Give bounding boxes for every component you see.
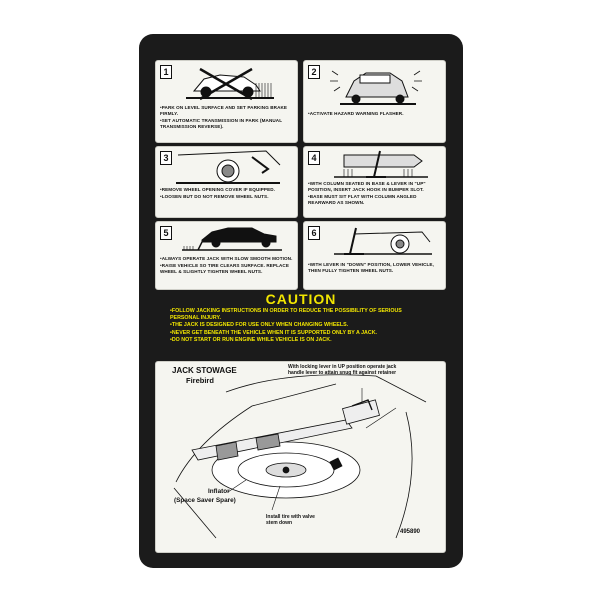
step-6-number: 6 (308, 226, 320, 240)
step-4-line-2: Base must sit flat with column angled re… (308, 194, 441, 206)
step-6-panel: 6 With lever in "down" position, lower v… (303, 221, 446, 290)
stowage-title: JACK STOWAGE (172, 366, 237, 375)
step-1-line-2: Set automatic transmission in park (manu… (160, 118, 293, 130)
stowage-subtitle: Firebird (186, 376, 214, 385)
trunk-spare-tire-illustration (173, 374, 427, 539)
lever-note: With locking lever in UP position operat… (288, 364, 397, 376)
step-5-panel: 5 Always operate jack with slow smooth m… (155, 221, 298, 290)
step-3-number: 3 (160, 151, 172, 165)
inflator-label: Inflator (208, 488, 230, 495)
step-5-line-2: Raise vehicle so tire clears surface. Re… (160, 263, 293, 275)
raised-car-on-jack-illustration (182, 227, 282, 251)
caution-line-1: Follow jacking instructions in order to … (170, 308, 432, 322)
step-5-instructions: Always operate jack with slow smooth mot… (160, 256, 293, 276)
step-3-instructions: Remove wheel opening cover if equipped. … (160, 187, 293, 201)
tire-note: Install tire with valve stem down (266, 514, 315, 526)
jack-in-bumper-slot-illustration (334, 150, 428, 178)
step-4-line-1: With column seated in base & lever in "u… (308, 181, 441, 193)
step-2-instructions: Activate hazard warning flasher. (308, 111, 441, 118)
step-3-line-2: Loosen but do not remove wheel nuts. (160, 194, 293, 200)
step-4-number: 4 (308, 151, 320, 165)
hazard-flasher-car-illustration (330, 70, 422, 105)
step-1-number: 1 (160, 65, 172, 79)
parked-car-no-jack-illustration (186, 67, 274, 101)
step-6-instructions: With lever in "down" position, lower veh… (308, 262, 441, 275)
remove-wheel-cover-illustration (176, 150, 281, 184)
step-1-panel: 1 Park on level surface and set parking … (155, 60, 298, 143)
step-4-instructions: With column seated in base & lever in "u… (308, 181, 441, 207)
caution-line-2: The jack is designed for use only when c… (170, 322, 432, 329)
step-5-line-1: Always operate jack with slow smooth mot… (160, 256, 293, 262)
step-4-panel: 4 With column seated in base & lever in … (303, 146, 446, 218)
step-6-line-1: With lever in "down" position, lower veh… (308, 262, 441, 274)
step-1-instructions: Park on level surface and set parking br… (160, 105, 293, 131)
step-1-line-1: Park on level surface and set parking br… (160, 105, 293, 117)
step-2-panel: 2 Activate hazard warning flasher. (303, 60, 446, 143)
caution-title: CAUTION (265, 291, 337, 307)
caution-block: CAUTION Follow jacking instructions in o… (170, 291, 432, 357)
caution-list: Follow jacking instructions in order to … (170, 308, 432, 344)
lower-vehicle-illustration (334, 227, 432, 255)
step-2-line-1: Activate hazard warning flasher. (308, 111, 441, 117)
step-3-panel: 3 Remove wheel opening cover if equipped… (155, 146, 298, 218)
inflator-sublabel: (Space Saver Spare) (174, 497, 236, 504)
step-5-number: 5 (160, 226, 172, 240)
part-number: 495890 (400, 529, 421, 535)
caution-line-3: Never get beneath the vehicle when it is… (170, 330, 432, 337)
jack-stowage-panel: JACK STOWAGE Firebird With locking lever… (155, 361, 446, 553)
caution-line-4: Do not start or run engine while vehicle… (170, 337, 432, 344)
step-2-number: 2 (308, 65, 320, 79)
step-3-line-1: Remove wheel opening cover if equipped. (160, 187, 293, 193)
